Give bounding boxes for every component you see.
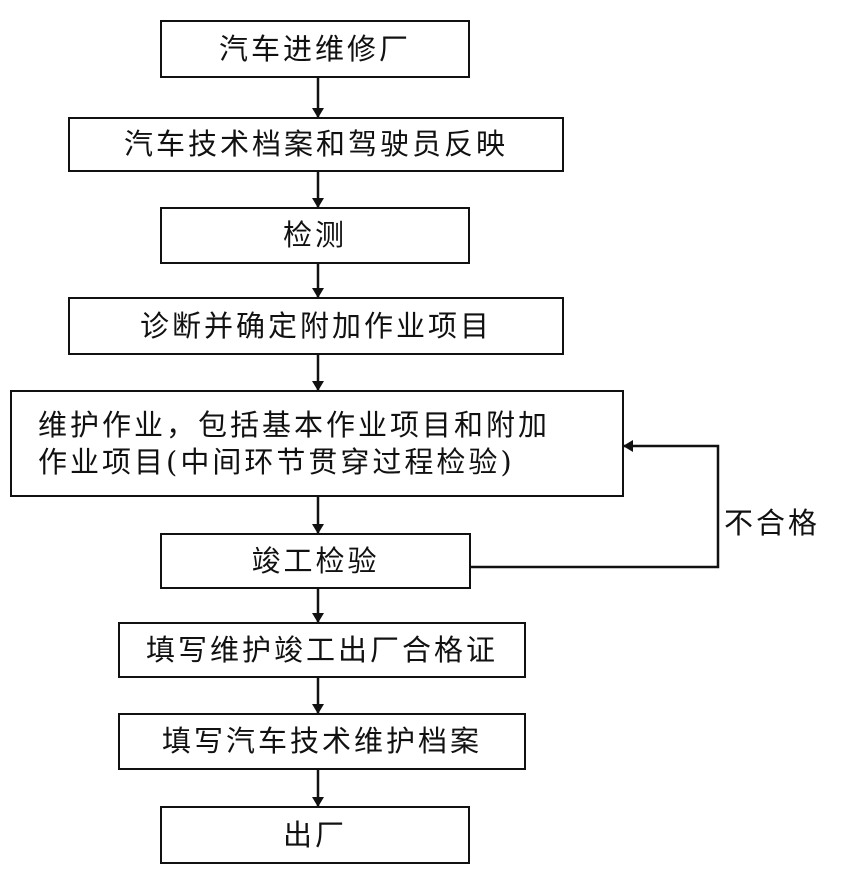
step-archive: 填写汽车技术维护档案 (118, 713, 526, 770)
step-exit: 出厂 (160, 806, 470, 864)
step-records-label: 汽车技术档案和驾驶员反映 (123, 127, 508, 162)
step-enter: 汽车进维修厂 (160, 20, 470, 78)
step-archive-label: 填写汽车技术维护档案 (161, 724, 482, 759)
feedback-label: 不合格 (724, 500, 821, 542)
step-inspect: 检测 (160, 207, 470, 264)
feedback-loop-arrow (471, 440, 720, 569)
step-certificate-label: 填写维护竣工出厂合格证 (145, 632, 498, 667)
step-diagnose: 诊断并确定附加作业项目 (68, 297, 564, 355)
step-final-check: 竣工检验 (160, 533, 471, 589)
step-certificate: 填写维护竣工出厂合格证 (118, 622, 526, 678)
step-maintain-line-1: 维护作业，包括基本作业项目和附加 (38, 408, 551, 443)
step-enter-label: 汽车进维修厂 (218, 31, 411, 66)
step-final-check-label: 竣工检验 (251, 543, 380, 578)
step-records: 汽车技术档案和驾驶员反映 (68, 117, 564, 172)
step-maintain: 维护作业，包括基本作业项目和附加 作业项目(中间环节贯穿过程检验) (10, 390, 624, 497)
step-maintain-text: 维护作业，包括基本作业项目和附加 作业项目(中间环节贯穿过程检验) (38, 407, 550, 480)
step-diagnose-label: 诊断并确定附加作业项目 (139, 308, 492, 343)
step-maintain-line-2: 作业项目(中间环节贯穿过程检验) (38, 444, 515, 479)
step-inspect-label: 检测 (282, 218, 347, 253)
step-exit-label: 出厂 (282, 817, 347, 852)
